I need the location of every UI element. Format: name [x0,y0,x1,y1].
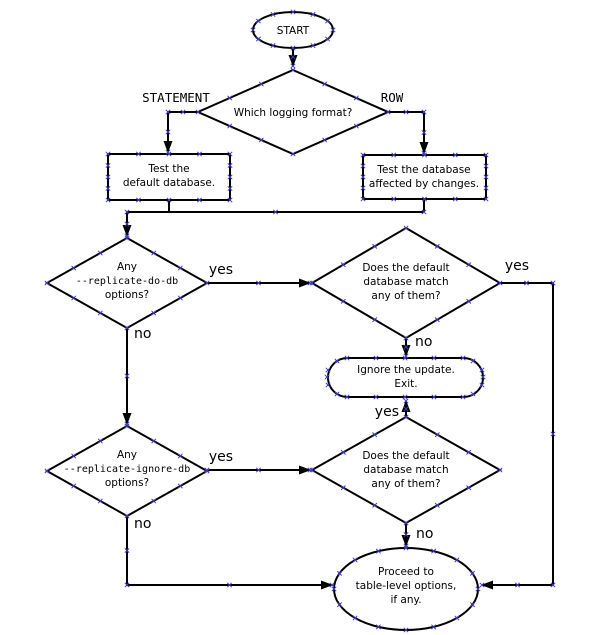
match2-line2: database match [363,464,448,476]
any-ignore-db-option: --replicate-ignore-db [64,464,190,475]
match1-line2: database match [363,276,448,288]
any-do-db-line3: options? [105,289,149,301]
edge-label-no-match-2: no [416,526,433,542]
edge-merge-to-do-db [122,211,424,237]
start-label: START [277,25,310,37]
edge-row-branch [388,111,429,154]
shape-handle-marks [44,9,556,633]
any-do-db-line1: Any [117,261,137,273]
edge-label-no-match-1: no [415,334,432,350]
ignore-update-line2: Exit. [394,378,417,390]
proceed-line3: if any. [390,594,421,606]
proceed-line1: Proceed to [378,566,434,578]
match1-line1: Does the default [362,262,449,274]
node-labels: START Which logging format? Test the def… [64,25,479,606]
edge-label-statement: STATEMENT [142,90,210,105]
edge-ignore-db-no [126,516,333,590]
match2-line3: any of them? [371,478,440,490]
ignore-update-line1: Ignore the update. [357,364,455,376]
logging-format-label: Which logging format? [234,107,353,119]
proceed-line2: table-level options, [356,580,457,592]
edge-label-no-ignore-db: no [134,516,151,532]
any-do-db-option: --replicate-do-db [76,276,178,287]
test-affected-line2: affected by changes. [369,178,479,190]
test-default-line2: default database. [123,177,215,189]
edge-label-no-do-db: no [134,326,151,342]
edge-statement-branch [163,111,198,153]
edge-label-yes-match-2: yes [375,404,399,420]
test-default-line1: Test the [147,163,189,175]
edge-label-yes-ignore-db: yes [209,449,233,465]
handle-mark-path [44,9,556,633]
edge-label-yes-match-1: yes [505,258,529,274]
match2-line1: Does the default [362,450,449,462]
test-affected-line1: Test the database [376,164,470,176]
any-ignore-db-line3: options? [105,477,149,489]
any-ignore-db-line1: Any [117,449,137,461]
edge-labels: STATEMENT ROW yes no yes no yes no yes n… [134,90,529,542]
edge-label-row: ROW [381,90,404,105]
edge-label-yes-do-db: yes [209,262,233,278]
edge-match1-yes [481,282,554,590]
match1-line3: any of them? [371,290,440,302]
node-test-affected-db [362,154,487,200]
